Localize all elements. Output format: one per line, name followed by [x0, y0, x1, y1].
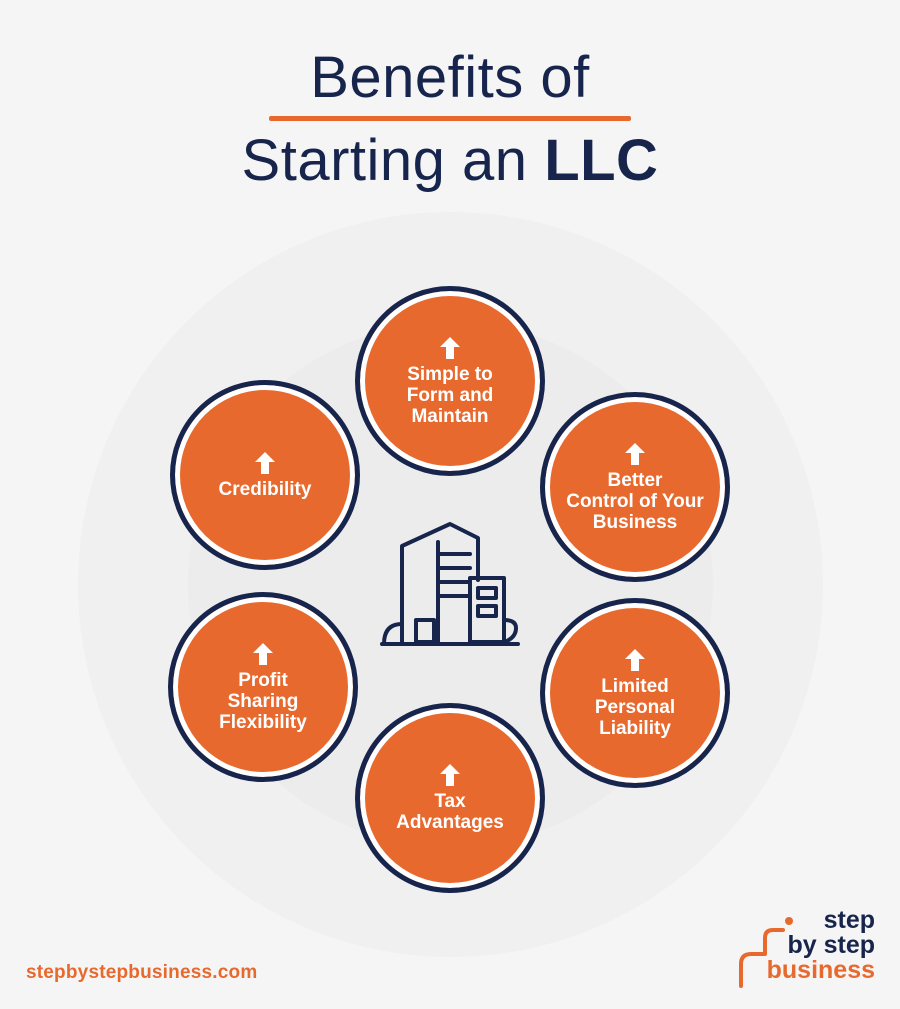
title-line-2-prefix: Starting an: [241, 128, 545, 193]
logo-word-by-step: by step: [787, 931, 875, 959]
benefit-credibility: Credibility: [170, 380, 360, 570]
logo-mark-icon: [739, 917, 793, 988]
arrow-up-icon: [625, 442, 645, 465]
title-underline: [269, 116, 631, 121]
benefit-label: Credibility: [218, 478, 312, 500]
arrow-up-icon: [625, 648, 645, 671]
logo-word-step: step: [823, 906, 875, 934]
building-icon: [380, 522, 520, 646]
benefit-label: Simple to Form and Maintain: [406, 363, 494, 427]
benefit-limited-liability: Limited Personal Liability: [540, 598, 730, 788]
benefit-profit-sharing: Profit Sharing Flexibility: [168, 592, 358, 782]
arrow-up-icon: [440, 764, 460, 786]
brand-logo: step by step business: [735, 908, 875, 988]
benefit-label: Tax Advantages: [396, 791, 504, 833]
footer-website-url[interactable]: stepbystepbusiness.com: [26, 962, 258, 983]
title-line-2-bold: LLC: [544, 128, 659, 193]
arrow-up-icon: [255, 451, 275, 474]
benefit-label: Profit Sharing Flexibility: [219, 669, 307, 733]
page-title: Benefits of Starting an LLC: [0, 40, 900, 201]
title-line-1: Benefits of: [310, 45, 590, 110]
arrow-up-icon: [440, 336, 460, 359]
logo-word-business: business: [766, 956, 875, 984]
title-line-2: Starting an LLC: [0, 121, 900, 201]
benefit-label: Limited Personal Liability: [594, 675, 676, 739]
benefit-simple-to-form: Simple to Form and Maintain: [355, 286, 545, 476]
benefit-label: Better Control of Your Business: [566, 469, 704, 533]
benefit-better-control: Better Control of Your Business: [540, 392, 730, 582]
arrow-up-icon: [253, 642, 273, 665]
benefit-tax-advantages: Tax Advantages: [355, 703, 545, 893]
